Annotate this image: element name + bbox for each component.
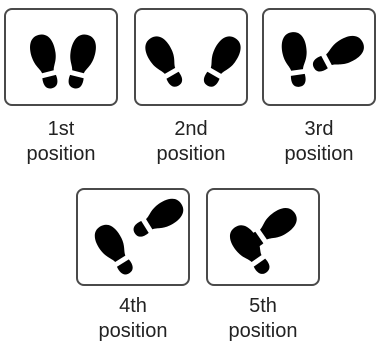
position-5-caption: 5th position bbox=[206, 294, 320, 344]
footprint-icon bbox=[89, 193, 188, 280]
position-1-tile bbox=[4, 8, 118, 106]
footprint-icon bbox=[140, 31, 246, 92]
position-3-word: position bbox=[284, 143, 354, 165]
position-4-tile bbox=[76, 188, 190, 286]
footprint-icon bbox=[224, 202, 302, 280]
position-4-word: position bbox=[98, 320, 168, 342]
footprint-icon bbox=[26, 31, 100, 92]
position-4-number: 4th bbox=[119, 295, 147, 317]
position-5-tile bbox=[206, 188, 320, 286]
position-2-number: 2nd bbox=[174, 118, 208, 140]
position-2-caption: 2nd position bbox=[134, 117, 248, 167]
position-5-word: position bbox=[228, 320, 298, 342]
footprint-icon bbox=[279, 30, 369, 89]
position-3-tile bbox=[262, 8, 376, 106]
position-1-word: position bbox=[26, 143, 96, 165]
position-1-number: 1st bbox=[47, 118, 75, 140]
position-2-tile bbox=[134, 8, 248, 106]
position-1-caption: 1st position bbox=[4, 117, 118, 167]
position-5-number: 5th bbox=[249, 295, 277, 317]
position-3-number: 3rd bbox=[304, 118, 334, 140]
position-2-word: position bbox=[156, 143, 226, 165]
position-3-caption: 3rd position bbox=[262, 117, 376, 167]
position-4-caption: 4th position bbox=[76, 294, 190, 344]
